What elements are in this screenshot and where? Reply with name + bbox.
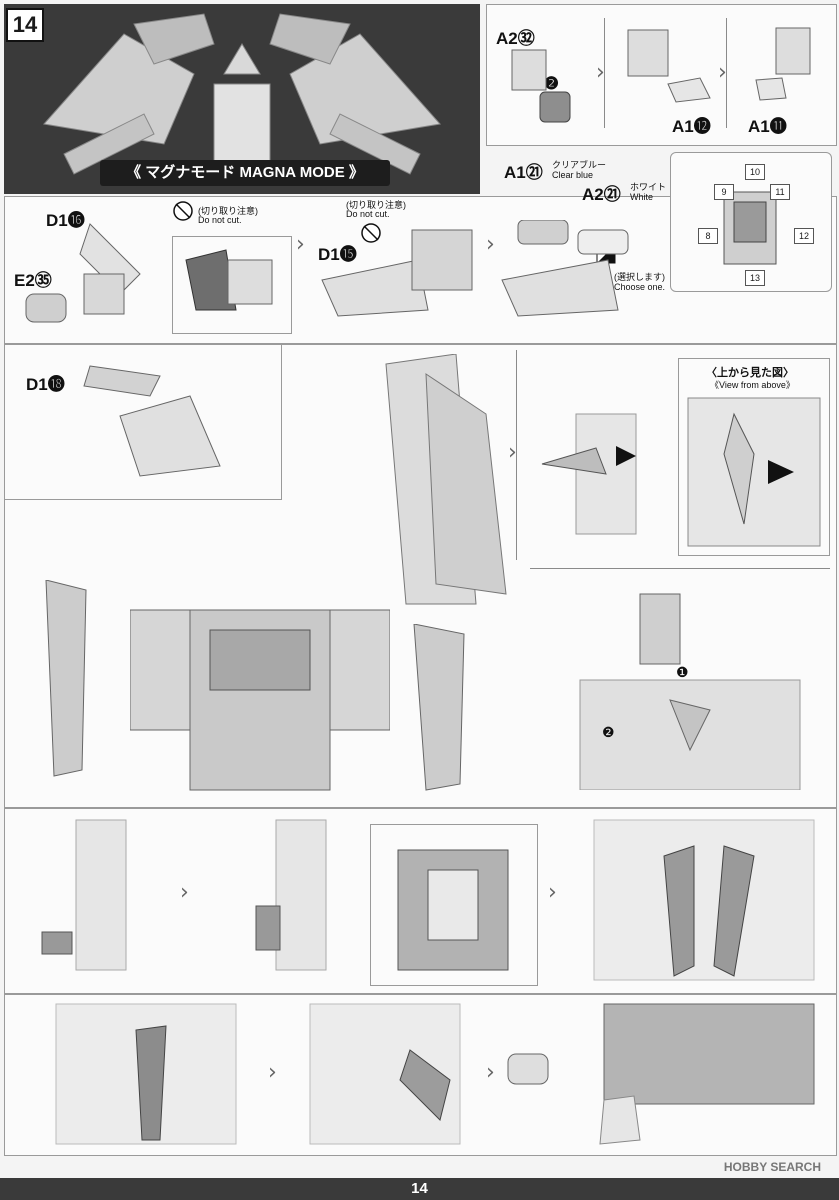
next-step-arrow-icon: › bbox=[268, 1060, 277, 1085]
arm-blade-illustration bbox=[413, 624, 465, 791]
sticker-number: 9 bbox=[714, 184, 734, 200]
sticker-number: 11 bbox=[770, 184, 790, 200]
top-view-illustration bbox=[687, 397, 821, 547]
part-label-a2-21: A2㉑ bbox=[582, 185, 621, 204]
head-part-illustration bbox=[511, 49, 571, 123]
leg-armor-illustration bbox=[593, 819, 815, 981]
part-label-a1-12: A1⓬ bbox=[672, 117, 711, 136]
head-part-illustration bbox=[755, 27, 811, 101]
sticker-number: 12 bbox=[794, 228, 814, 244]
divider bbox=[516, 350, 517, 560]
view-from-above-jp: 〈上から見た図〉 bbox=[706, 367, 794, 379]
head-attach-illustration bbox=[541, 413, 637, 535]
part-label-d1-16: D1⓰ bbox=[46, 211, 85, 230]
skirt-part-illustration bbox=[507, 1003, 815, 1145]
robot-body-illustration bbox=[130, 609, 390, 791]
head-crest-illustration bbox=[83, 365, 221, 477]
leg-armor-illustration bbox=[309, 1003, 461, 1145]
part-label-e2-35: E2㉟ bbox=[14, 271, 52, 290]
step-marker: ❶ bbox=[676, 664, 689, 680]
do-not-cut-jp: (切り取り注意) bbox=[346, 200, 406, 210]
next-step-arrow-icon: › bbox=[718, 60, 727, 85]
sticker-number: 13 bbox=[745, 270, 765, 286]
next-step-arrow-icon: › bbox=[486, 1060, 495, 1085]
head-mount-illustration bbox=[579, 593, 801, 790]
white-en: White bbox=[630, 192, 654, 202]
choose-one-jp: (選択します) bbox=[614, 272, 665, 282]
do-not-cut-jp: (切り取り注意) bbox=[198, 206, 258, 216]
sticker-number: 10 bbox=[745, 164, 765, 180]
part-label-d1-18: D1⓲ bbox=[26, 375, 65, 394]
next-step-arrow-icon: › bbox=[296, 232, 305, 257]
part-label-d1-15: D1⓯ bbox=[318, 245, 357, 264]
wing-part-illustration bbox=[321, 229, 473, 317]
step-marker: ❷ bbox=[602, 724, 615, 740]
page-number: 14 bbox=[411, 1180, 428, 1197]
sticker-guide-illustration bbox=[723, 191, 777, 265]
view-from-above-en: 《View from above》 bbox=[710, 380, 795, 390]
do-not-cut-en: Do not cut. bbox=[346, 209, 390, 219]
leg-illustration bbox=[41, 819, 127, 971]
next-step-arrow-icon: › bbox=[596, 60, 605, 85]
mode-banner: 《 マグナモード MAGNA MODE 》 bbox=[100, 160, 390, 186]
next-step-arrow-icon: › bbox=[548, 880, 557, 905]
divider bbox=[530, 568, 830, 569]
head-part-illustration bbox=[627, 29, 711, 103]
torso-detail-illustration bbox=[397, 849, 509, 971]
detail-part-illustration bbox=[185, 249, 273, 311]
white-jp: ホワイト bbox=[630, 182, 667, 192]
part-label-a1-11: A1⓫ bbox=[748, 117, 787, 136]
watermark: HOBBY SEARCH bbox=[723, 1160, 821, 1174]
part-label-a1-21: A1㉑ bbox=[504, 163, 543, 182]
head-wing-illustration bbox=[501, 220, 629, 317]
part-label-a2-32: A2㉜ bbox=[496, 29, 535, 48]
next-step-arrow-icon: › bbox=[180, 880, 189, 905]
divider bbox=[604, 18, 605, 128]
scissors-prohibited-icon bbox=[173, 201, 193, 221]
sticker-number: 8 bbox=[698, 228, 718, 244]
wings-illustration bbox=[43, 13, 441, 175]
step-number: 14 bbox=[6, 8, 44, 42]
magna-mode-header-panel bbox=[4, 4, 480, 194]
clear-blue-jp: クリアブルー bbox=[552, 160, 607, 170]
do-not-cut-en: Do not cut. bbox=[198, 215, 242, 225]
divider bbox=[726, 18, 727, 128]
page-footer bbox=[0, 1178, 839, 1200]
backpack-illustration bbox=[385, 354, 507, 605]
next-step-arrow-icon: › bbox=[508, 440, 517, 465]
clear-blue-en: Clear blue bbox=[552, 170, 594, 180]
next-step-arrow-icon: › bbox=[486, 232, 495, 257]
leg-armor-illustration bbox=[55, 1003, 237, 1145]
leg-illustration bbox=[255, 819, 327, 971]
arm-blade-illustration bbox=[45, 580, 87, 777]
scissors-prohibited-icon bbox=[361, 223, 381, 243]
choose-one-en: Choose one. bbox=[614, 282, 666, 292]
wing-part-illustration bbox=[25, 223, 141, 323]
